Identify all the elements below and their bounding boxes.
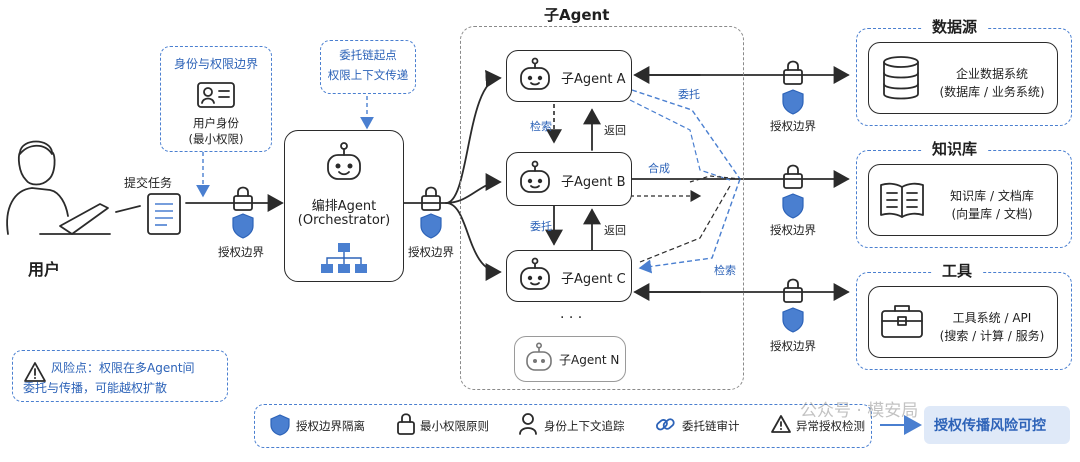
flow-label-delegate: 委托 — [530, 220, 552, 233]
sub-agent-a: 子Agent A — [506, 50, 632, 102]
legend-isolation: 授权边界隔离 — [296, 419, 365, 433]
flow-label-return: 返回 — [604, 124, 626, 137]
sub-agent-b-label: 子Agent B — [561, 175, 626, 190]
flow-label-synthesize: 合成 — [648, 162, 670, 175]
task-document-icon — [147, 193, 181, 235]
auth-boundary-label-5: 授权边界 — [770, 339, 816, 353]
conclusion-label: 授权传播风险可控 — [934, 418, 1046, 434]
sub-agent-b: 子Agent B — [506, 152, 632, 206]
book-icon — [880, 182, 924, 218]
legend-identity-trace: 身份上下文追踪 — [544, 419, 625, 433]
toolbox-icon — [881, 305, 923, 338]
orchestrator-box: 编排Agent (Orchestrator) — [284, 130, 404, 282]
flow-label-return: 返回 — [604, 224, 626, 237]
risk-note-line2: 委托与传播，可能越权扩散 — [23, 381, 168, 395]
lock-icon — [782, 164, 804, 219]
legend-anomaly: 异常授权检测 — [796, 419, 865, 433]
risk-note: 风险点：权限在多Agent间 委托与传播，可能越权扩散 — [12, 350, 228, 402]
more-agents-ellipsis: · · · — [560, 310, 583, 326]
identity-note-line2: (最小权限) — [188, 132, 244, 146]
flow-label-delegate: 委托 — [678, 88, 700, 101]
sub-agent-c: 子Agent C — [506, 250, 632, 302]
database-icon — [883, 56, 919, 100]
knowledge-line2: (向量库 / 文档) — [951, 207, 1033, 221]
data-source-line2: (数据库 / 业务系统) — [939, 85, 1045, 99]
link-icon — [656, 418, 675, 431]
data-source-box: 企业数据系统 (数据库 / 业务系统) — [868, 42, 1058, 114]
data-source-line1: 企业数据系统 — [955, 67, 1028, 81]
flow-label-retrieve: 检索 — [530, 120, 552, 133]
data-source-title: 数据源 — [922, 16, 988, 37]
watermark: 公众号 · 模安局 — [800, 401, 919, 421]
lock-icon — [782, 60, 804, 115]
tools-line1: 工具系统 / API — [952, 311, 1032, 325]
sub-agent-n: 子Agent N — [514, 336, 626, 382]
sub-agent-group-title: 子Agent — [538, 4, 616, 25]
knowledge-line1: 知识库 / 文档库 — [950, 189, 1034, 203]
delegation-start-note: 委托链起点 权限上下文传递 — [320, 40, 416, 94]
user-label: 用户 — [28, 260, 61, 279]
tools-title: 工具 — [932, 260, 983, 281]
sub-agent-c-label: 子Agent C — [561, 272, 626, 287]
lock-icon — [397, 413, 415, 435]
identity-note-line1: 用户身份 — [193, 116, 239, 130]
robot-icon — [526, 342, 552, 371]
robot-icon — [520, 257, 550, 290]
submit-task-label: 提交任务 — [124, 176, 173, 190]
robot-icon — [520, 160, 550, 193]
auth-boundary-label-4: 授权边界 — [770, 223, 816, 237]
user-illustration — [6, 140, 111, 235]
tools-line2: (搜索 / 计算 / 服务) — [939, 329, 1045, 343]
auth-boundary-label-3: 授权边界 — [770, 119, 816, 133]
knowledge-title: 知识库 — [922, 138, 988, 159]
flow-label-retrieve: 检索 — [714, 264, 736, 277]
delegation-note-line1: 委托链起点 — [339, 48, 397, 62]
legend-chain-audit: 委托链审计 — [682, 419, 740, 433]
lock-icon — [232, 186, 254, 239]
id-card-icon — [197, 82, 235, 108]
legend-bar — [254, 404, 872, 448]
auth-boundary-label-1: 授权边界 — [218, 245, 264, 259]
delegation-note-line2: 权限上下文传递 — [327, 68, 409, 82]
sub-agent-n-label: 子Agent N — [559, 353, 620, 367]
shield-icon — [270, 414, 290, 436]
auth-boundary-label-2: 授权边界 — [408, 245, 454, 259]
warning-icon — [771, 415, 791, 433]
orchestrator-subtitle: (Orchestrator) — [297, 213, 391, 228]
identity-boundary-note: 身份与权限边界 用户身份 (最小权限) — [160, 46, 272, 152]
warning-icon — [24, 362, 46, 382]
identity-note-title: 身份与权限边界 — [173, 57, 258, 71]
sub-agent-group — [460, 26, 744, 390]
knowledge-box: 知识库 / 文档库 (向量库 / 文档) — [868, 164, 1058, 236]
conclusion-badge: 授权传播风险可控 — [924, 406, 1070, 444]
robot-icon — [520, 57, 550, 90]
legend-least-privilege: 最小权限原则 — [420, 419, 489, 433]
risk-note-line1: 风险点：权限在多Agent间 — [51, 361, 195, 375]
lock-icon — [420, 186, 442, 239]
hierarchy-icon — [321, 243, 367, 273]
person-icon — [519, 413, 537, 435]
lock-icon — [782, 278, 804, 333]
robot-icon — [327, 142, 361, 180]
tools-box: 工具系统 / API (搜索 / 计算 / 服务) — [868, 286, 1058, 358]
sub-agent-a-label: 子Agent A — [561, 72, 626, 87]
orchestrator-title: 编排Agent — [311, 199, 377, 214]
